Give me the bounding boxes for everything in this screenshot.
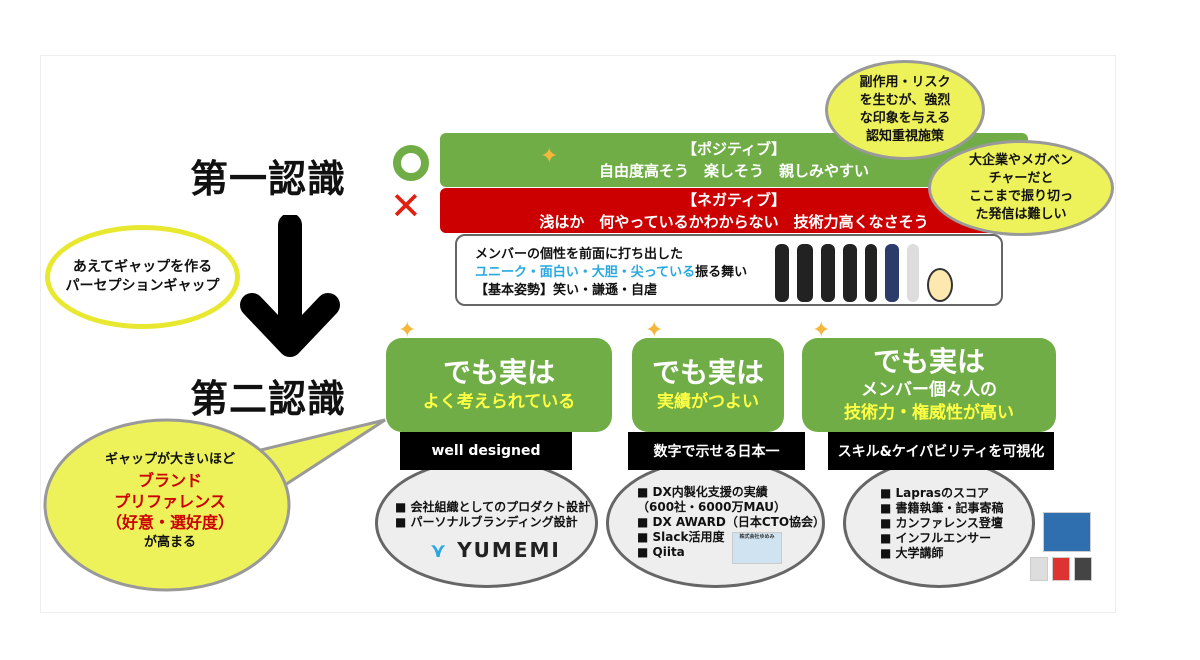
sparkle-icon: ✦ bbox=[540, 144, 559, 169]
bubble-line: な印象を与える bbox=[859, 111, 951, 126]
brand-bubble: ギャップが大きいほど ブランド プリファレンス （好意・選好度） が高まる bbox=[60, 450, 280, 553]
list-3: ■ Laprasのスコア ■ 書籍執筆・記事寄稿 ■ カンファレンス登壇 ■ イ… bbox=[880, 486, 1004, 561]
bubble-line: 認知重視施策 bbox=[865, 129, 944, 144]
gap-line: あえてギャップを作る bbox=[72, 259, 213, 275]
bubble-line: チャーだと bbox=[988, 171, 1054, 186]
green-box-title: でも実は bbox=[442, 356, 555, 389]
first-recognition-heading: 第一認識 bbox=[190, 157, 347, 201]
list-2: ■ DX内製化支援の実績 （600社・6000万MAU） ■ DX AWARD（… bbox=[637, 485, 825, 560]
brand-last-line: が高まる bbox=[143, 535, 196, 550]
label-2: 数字で示せる日本一 bbox=[628, 432, 805, 470]
negative-text: 浅はか 何やっているかわからない 技術力高くなさそう bbox=[539, 212, 929, 231]
green-box-2: でも実は 実績がつよい bbox=[632, 338, 784, 432]
risk-bubble: 副作用・リスクを生むが、強烈な印象を与える認知重視施策 bbox=[825, 60, 985, 160]
book-photo bbox=[1052, 557, 1070, 581]
member-photos bbox=[775, 240, 995, 302]
circle-icon bbox=[393, 145, 429, 181]
green-box-sub-white: メンバー個々人の bbox=[861, 380, 997, 400]
list-1: ■ 会社組織としてのプロダクト設計 ■ パーソナルブランディング設計 bbox=[395, 500, 590, 530]
positive-text: 自由度高そう 楽しそう 親しみやすい bbox=[598, 162, 869, 180]
bubble-line: 大企業やメガベン bbox=[968, 153, 1073, 168]
circle-1 bbox=[375, 458, 598, 588]
member-line2: 振る舞い bbox=[695, 265, 748, 280]
pointing-hand-icon: ☝ bbox=[786, 428, 802, 458]
label-3: スキル&ケイパビリティを可視化 bbox=[828, 432, 1054, 470]
sparkle-icon: ✦ bbox=[645, 318, 664, 343]
green-box-title: でも実は bbox=[651, 356, 764, 389]
cross-icon: ✕ bbox=[390, 184, 422, 228]
list-item: ■ インフルエンサー bbox=[880, 531, 992, 545]
green-box-sub: よく考えられている bbox=[422, 392, 576, 412]
negative-title: 【ネガティブ】 bbox=[681, 190, 787, 209]
second-recognition-heading: 第二認識 bbox=[190, 377, 347, 421]
logo-text: YUMEMI bbox=[457, 538, 561, 562]
brand-red-line: （好意・選好度） bbox=[105, 513, 234, 532]
award-photo: 株式会社ゆめみ bbox=[732, 532, 782, 564]
list-item: ■ Slack活用度 bbox=[637, 530, 725, 544]
list-item: ■ パーソナルブランディング設計 bbox=[395, 515, 578, 529]
book-photo bbox=[1030, 557, 1048, 581]
member-line1: メンバーの個性を前面に打ち出した bbox=[475, 247, 684, 262]
bubble-line: ここまで振り切っ bbox=[968, 189, 1073, 204]
enterprise-bubble: 大企業やメガベンチャーだとここまで振り切った発信は難しい bbox=[928, 140, 1114, 236]
green-box-sub: 技術力・権威性が高い bbox=[844, 403, 1014, 423]
list-item: ■ 大学講師 bbox=[880, 546, 944, 560]
photo-caption: 株式会社ゆめみ bbox=[739, 534, 775, 540]
member-line3: 【基本姿勢】笑い・謙遜・自虐 bbox=[475, 283, 658, 298]
green-box-title: でも実は bbox=[872, 345, 985, 378]
list-item: ■ DX内製化支援の実績 bbox=[637, 485, 768, 499]
list-item: （600社・6000万MAU） bbox=[637, 500, 787, 514]
list-item: ■ カンファレンス登壇 bbox=[880, 516, 1003, 530]
list-item: ■ Qiita bbox=[637, 545, 685, 559]
sparkle-icon: ✦ bbox=[812, 318, 831, 343]
book-photo bbox=[1074, 557, 1092, 581]
brand-red-line: ブランド bbox=[137, 471, 202, 490]
down-arrow-icon bbox=[240, 215, 340, 357]
positive-title: 【ポジティブ】 bbox=[681, 140, 787, 158]
list-item: ■ 書籍執筆・記事寄稿 bbox=[880, 501, 1004, 515]
list-item: ■ Laprasのスコア bbox=[880, 486, 990, 500]
label-1: well designed bbox=[400, 432, 572, 470]
list-item: ■ 会社組織としてのプロダクト設計 bbox=[395, 500, 591, 514]
green-box-sub: 実績がつよい bbox=[657, 392, 759, 412]
sparkle-icon: ✦ bbox=[398, 318, 417, 343]
brand-bubble-shape bbox=[43, 418, 386, 592]
bubble-line: 副作用・リスク bbox=[859, 75, 951, 90]
speaker-photo bbox=[1043, 512, 1091, 552]
bubble-line: た発信は難しい bbox=[975, 207, 1067, 222]
gap-line: パーセプションギャップ bbox=[65, 278, 220, 294]
green-box-3: でも実は メンバー個々人の 技術力・権威性が高い bbox=[802, 338, 1056, 432]
gap-ellipse: あえてギャップを作るパーセプションギャップ bbox=[45, 225, 240, 329]
brand-line1: ギャップが大きいほど bbox=[104, 452, 235, 467]
yumemi-logo: ⋎ YUMEMI bbox=[430, 538, 561, 562]
member-highlight: ユニーク・面白い・大胆・尖っている bbox=[475, 265, 696, 280]
green-box-1: でも実は よく考えられている bbox=[386, 338, 612, 432]
list-item: ■ DX AWARD（日本CTO協会） bbox=[637, 515, 826, 529]
bubble-line: を生むが、強烈 bbox=[859, 93, 951, 108]
brand-red-line: プリファレンス bbox=[114, 492, 226, 511]
